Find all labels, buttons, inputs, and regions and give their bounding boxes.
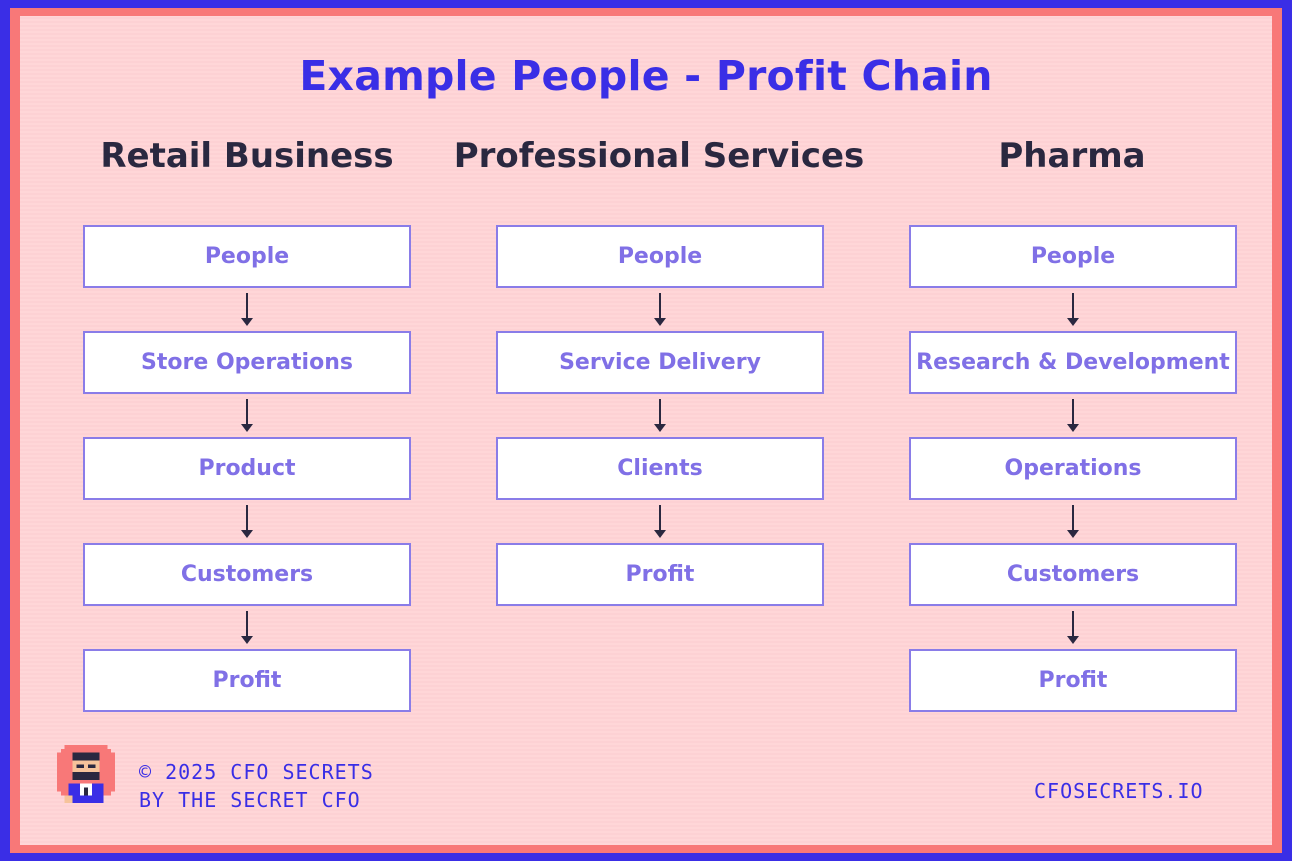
chain-box: Clients xyxy=(496,437,824,500)
chain-column-pharma: People Research & Development Operations… xyxy=(909,225,1237,712)
column-heading-professional-services: Professional Services xyxy=(453,136,865,176)
down-arrow-icon xyxy=(909,288,1237,331)
chain-box: Operations xyxy=(909,437,1237,500)
down-arrow-icon xyxy=(83,288,411,331)
chain-column-professional-services: People Service Delivery Clients Profit xyxy=(496,225,824,606)
column-heading-retail: Retail Business xyxy=(100,136,394,176)
chain-box: Profit xyxy=(83,649,411,712)
down-arrow-icon xyxy=(496,500,824,543)
down-arrow-icon xyxy=(496,394,824,437)
column-heading-pharma: Pharma xyxy=(998,136,1146,176)
chain-box: Customers xyxy=(83,543,411,606)
down-arrow-icon xyxy=(83,606,411,649)
down-arrow-icon xyxy=(83,394,411,437)
chain-box: Service Delivery xyxy=(496,331,824,394)
down-arrow-icon xyxy=(496,288,824,331)
down-arrow-icon xyxy=(909,606,1237,649)
down-arrow-icon xyxy=(83,500,411,543)
chain-box: People xyxy=(496,225,824,288)
chain-box: Customers xyxy=(909,543,1237,606)
chain-box: Profit xyxy=(496,543,824,606)
chain-box: Profit xyxy=(909,649,1237,712)
byline-text: BY THE SECRET CFO xyxy=(139,788,361,812)
pixel-avatar-icon xyxy=(56,744,116,804)
chain-box: Research & Development xyxy=(909,331,1237,394)
chain-box: People xyxy=(83,225,411,288)
website-link[interactable]: CFOSECRETS.IO xyxy=(1034,779,1204,803)
copyright-text: © 2025 CFO SECRETS xyxy=(139,760,374,784)
down-arrow-icon xyxy=(909,394,1237,437)
chain-box: Product xyxy=(83,437,411,500)
chain-box: People xyxy=(909,225,1237,288)
down-arrow-icon xyxy=(909,500,1237,543)
page-title: Example People - Profit Chain xyxy=(299,52,993,100)
chain-box: Store Operations xyxy=(83,331,411,394)
chain-column-retail: People Store Operations Product Customer… xyxy=(83,225,411,712)
